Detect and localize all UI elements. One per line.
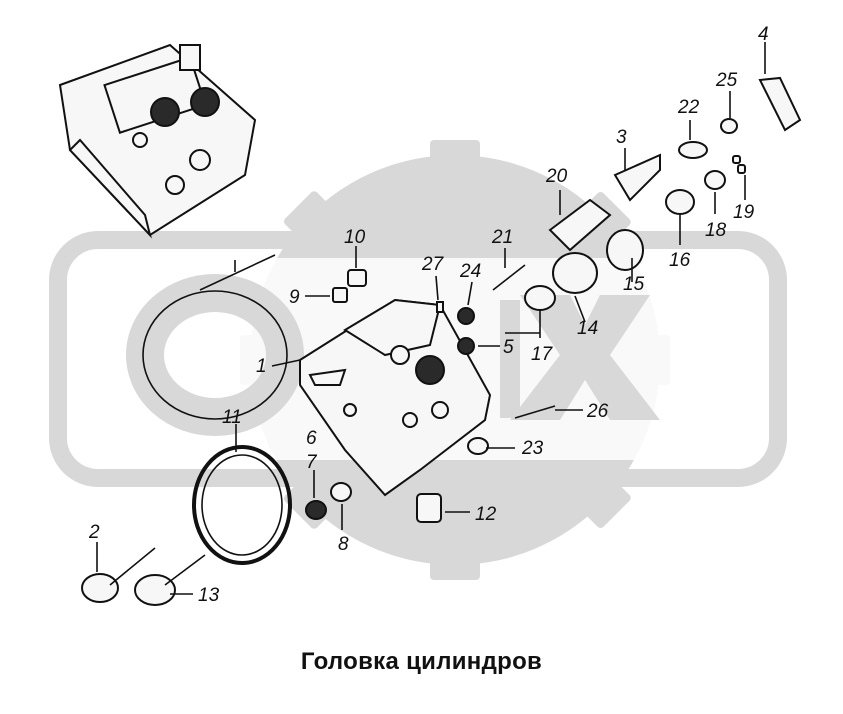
valve-2 [81,547,156,603]
gasket-marker [199,254,276,291]
callout-12: 12 [475,504,497,525]
callout-22: 22 [677,97,700,118]
watermark-frame [49,231,787,487]
callout-18: 18 [705,220,727,241]
callout-3: 3 [616,127,627,148]
callout-15: 15 [623,274,645,295]
callout-9: 9 [289,287,300,308]
callout-10: 10 [344,227,366,248]
callout-labels: 1 2 3 4 5 6 7 8 9 10 11 12 13 14 15 16 1… [88,24,769,606]
callout-5: 5 [503,337,514,358]
cylinder-head [299,298,492,497]
callout-24: 24 [459,261,481,282]
disc-outline [142,290,288,420]
sealing-ring [192,445,292,565]
leader-lines [96,42,766,595]
callout-25: 25 [715,70,738,91]
callout-2: 2 [88,522,100,543]
callout-8: 8 [338,534,349,555]
callout-6: 6 [306,428,317,449]
callout-19: 19 [733,202,755,223]
callout-17: 17 [531,344,554,365]
callout-23: 23 [521,438,544,459]
callout-26: 26 [586,401,609,422]
callout-20: 20 [545,166,568,187]
watermark-logo [126,274,660,436]
callout-27: 27 [421,254,445,275]
callout-13: 13 [198,585,220,606]
diagram-title: Головка цилиндров [300,648,543,675]
callout-4: 4 [758,24,769,45]
callout-14: 14 [577,318,598,339]
valve-13 [134,554,206,606]
callout-21: 21 [491,227,513,248]
callout-1: 1 [256,356,267,377]
callout-11: 11 [222,407,242,428]
callout-7: 7 [306,452,318,473]
callout-16: 16 [669,250,691,271]
small-parts [305,76,802,523]
assembled-head-illustration [58,43,257,239]
